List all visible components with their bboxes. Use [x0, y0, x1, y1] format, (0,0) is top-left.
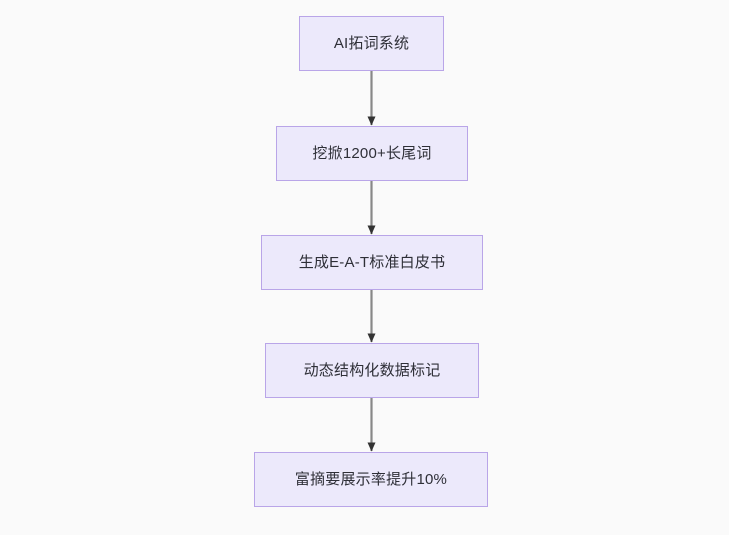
- flowchart-node-generate-eat-whitepaper[interactable]: 生成E-A-T标准白皮书: [261, 235, 483, 290]
- node-label: AI拓词系统: [333, 34, 410, 52]
- flowchart-node-rich-snippet-rate-increase[interactable]: 富摘要展示率提升10%: [254, 452, 488, 507]
- node-label: 动态结构化数据标记: [303, 361, 441, 379]
- node-label: 富摘要展示率提升10%: [294, 470, 448, 488]
- flowchart-node-mine-longtail-keywords[interactable]: 挖掀1200+长尾词: [276, 126, 468, 181]
- node-label: 挖掀1200+长尾词: [312, 144, 432, 162]
- flowchart-node-dynamic-structured-data-markup[interactable]: 动态结构化数据标记: [265, 343, 479, 398]
- flowchart-node-ai-keyword-system[interactable]: AI拓词系统: [299, 16, 444, 71]
- node-label: 生成E-A-T标准白皮书: [298, 253, 446, 271]
